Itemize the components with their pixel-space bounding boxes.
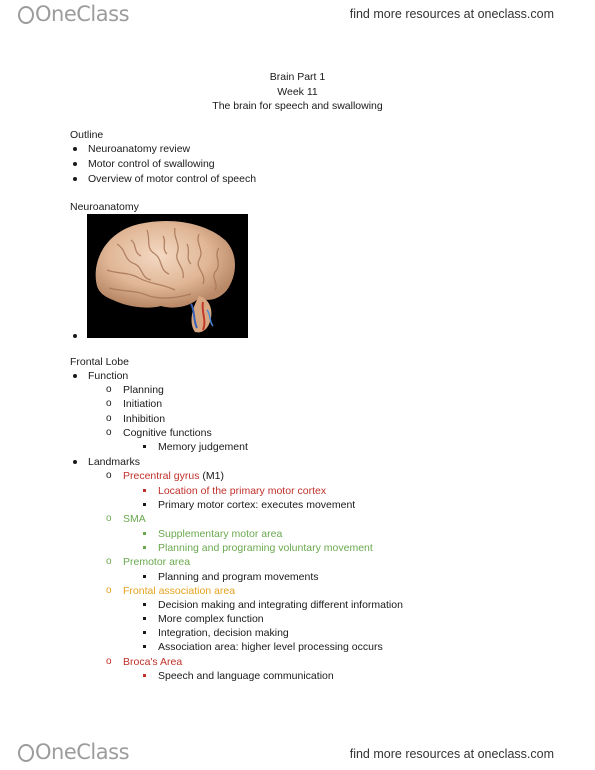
oneclass-logo-icon: [18, 6, 34, 24]
title-line-2: Week 11: [277, 85, 318, 98]
precentral-gyrus-suffix: (M1): [199, 470, 224, 482]
outline-item: Overview of motor control of speech: [88, 173, 257, 185]
square-bullet-icon: [143, 631, 146, 634]
broca-label: Broca's Area: [123, 656, 183, 668]
bullet-icon: [73, 460, 77, 464]
bullet-icon: [73, 334, 77, 338]
function-subitem: Memory judgement: [158, 441, 248, 453]
square-bullet-icon: [143, 617, 146, 620]
frontal-lobe-heading: Frontal Lobe: [70, 356, 129, 368]
sma-item: Planning and programing voluntary moveme…: [158, 542, 373, 554]
brain-image: [87, 214, 248, 338]
bullet-icon: [73, 147, 77, 151]
premotor-item: Planning and program movements: [158, 571, 319, 583]
function-item: Inhibition: [123, 413, 166, 425]
bullet-icon: [73, 162, 77, 166]
brand-name: OneClass: [35, 740, 130, 764]
brand-name: OneClass: [35, 2, 130, 26]
circle-bullet-icon: o: [106, 413, 112, 424]
broca-item: Speech and language communication: [158, 670, 334, 682]
brain-illustration-icon: [95, 220, 236, 333]
square-bullet-icon: [143, 503, 146, 506]
precentral-gyrus-heading: Precentral gyrus (M1): [123, 469, 224, 483]
square-bullet-icon: [143, 489, 146, 492]
circle-bullet-icon: o: [106, 556, 112, 567]
association-item: More complex function: [158, 613, 264, 625]
association-item: Association area: higher level processin…: [158, 641, 383, 653]
association-item: Decision making and integrating differen…: [158, 599, 403, 611]
circle-bullet-icon: o: [106, 585, 112, 596]
premotor-label: Premotor area: [123, 556, 191, 568]
precentral-gyrus-label: Precentral gyrus: [123, 470, 200, 482]
square-bullet-icon: [143, 546, 146, 549]
neuroanatomy-heading: Neuroanatomy: [70, 201, 139, 213]
oneclass-logo[interactable]: OneClass: [18, 2, 130, 26]
function-item: Planning: [123, 384, 164, 396]
square-bullet-icon: [143, 674, 146, 677]
oneclass-logo-icon: [18, 744, 34, 762]
outline-item: Motor control of swallowing: [88, 158, 215, 170]
square-bullet-icon: [143, 575, 146, 578]
circle-bullet-icon: o: [106, 384, 112, 395]
outline-item: Neuroanatomy review: [88, 143, 191, 155]
footer-resources-link[interactable]: find more resources at oneclass.com: [349, 747, 554, 761]
function-label: Function: [88, 370, 129, 382]
circle-bullet-icon: o: [106, 427, 112, 438]
square-bullet-icon: [143, 645, 146, 648]
circle-bullet-icon: o: [106, 513, 112, 524]
square-bullet-icon: [143, 603, 146, 606]
association-item: Integration, decision making: [158, 627, 289, 639]
oneclass-footer-logo[interactable]: OneClass: [18, 740, 130, 764]
title-line-1: Brain Part 1: [269, 71, 326, 83]
outline-heading: Outline: [70, 129, 104, 141]
association-label: Frontal association area: [123, 585, 236, 597]
function-item: Initiation: [123, 398, 163, 410]
function-item: Cognitive functions: [123, 427, 212, 439]
square-bullet-icon: [143, 532, 146, 535]
landmarks-label: Landmarks: [88, 456, 140, 468]
precentral-item: Primary motor cortex: executes movement: [158, 499, 356, 511]
circle-bullet-icon: o: [106, 656, 112, 667]
bullet-icon: [73, 177, 77, 181]
bullet-icon: [73, 374, 77, 378]
circle-bullet-icon: o: [106, 398, 112, 409]
document-title: Brain Part 1 Week 11 The brain for speec…: [0, 70, 595, 114]
sma-item: Supplementary motor area: [158, 528, 283, 540]
sma-label: SMA: [123, 513, 146, 525]
square-bullet-icon: [143, 445, 146, 448]
title-line-3: The brain for speech and swallowing: [212, 100, 383, 112]
header-resources-link[interactable]: find more resources at oneclass.com: [349, 7, 554, 21]
precentral-item: Location of the primary motor cortex: [158, 485, 327, 497]
circle-bullet-icon: o: [106, 470, 112, 481]
